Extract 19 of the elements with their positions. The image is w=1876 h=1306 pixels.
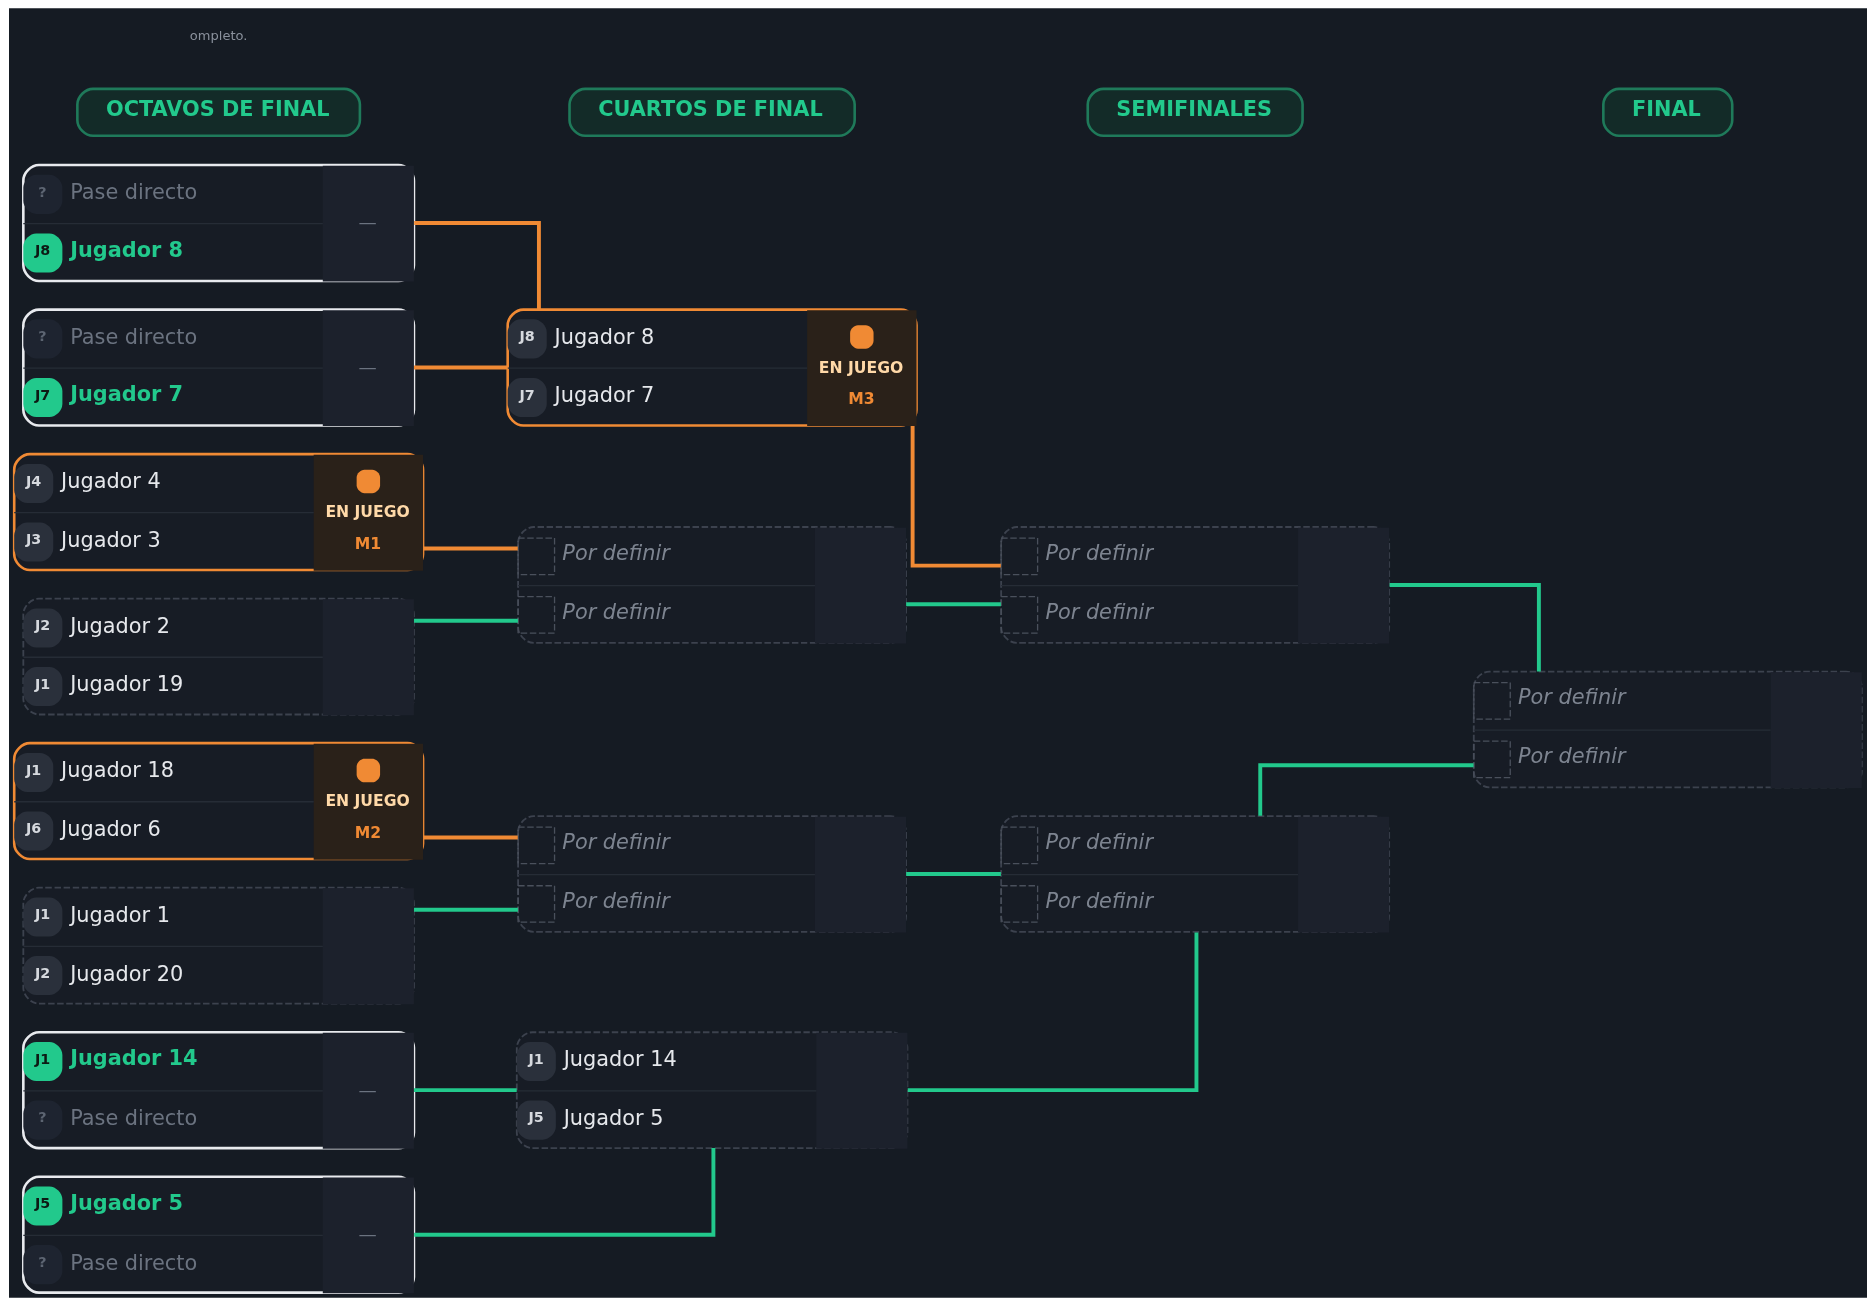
connector <box>414 907 518 912</box>
label: ompleto. <box>189 28 248 44</box>
connector <box>414 618 518 623</box>
connector <box>1389 583 1541 672</box>
connector <box>907 932 1199 1093</box>
node-box: CUARTOS DE FINAL <box>568 87 856 138</box>
connector <box>414 1088 517 1093</box>
node-box: SEMIFINALES <box>1086 87 1304 138</box>
connector <box>906 602 1001 607</box>
connector <box>423 835 518 840</box>
node-box: FINAL <box>1602 87 1734 138</box>
connector <box>414 1148 716 1237</box>
connector <box>906 872 1001 876</box>
connector <box>910 425 1001 568</box>
connector <box>423 546 518 551</box>
node-box: OCTAVOS DE FINAL <box>76 87 362 138</box>
connector <box>1258 763 1474 816</box>
connector <box>414 365 508 370</box>
connector <box>414 221 541 310</box>
